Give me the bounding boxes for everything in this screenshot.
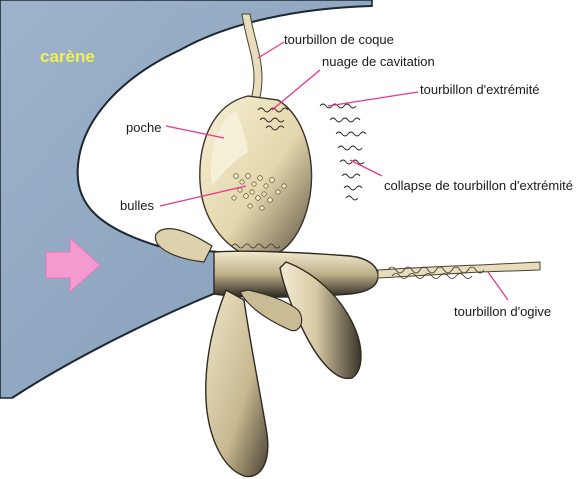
leader-hub-vortex: [488, 272, 508, 300]
leader-cavitation-cloud: [272, 70, 320, 110]
label-tip-vortex-collapse: collapse de tourbillon d'extrémité: [384, 178, 573, 193]
label-cavitation-cloud: nuage de cavitation: [322, 54, 435, 69]
label-pocket: poche: [126, 120, 161, 135]
hub-vortex-tube: [378, 262, 540, 278]
label-hull-vortex: tourbillon de coque: [284, 32, 394, 47]
leader-tip-vortex-collapse: [350, 160, 382, 176]
hull-title: carène: [40, 47, 95, 66]
tip-vortex-collapse-cluster: [320, 104, 366, 200]
label-tip-vortex: tourbillon d'extrémité: [420, 82, 540, 97]
leader-hull-vortex: [258, 42, 284, 58]
label-bubbles: bulles: [120, 198, 154, 213]
label-hub-vortex: tourbillon d'ogive: [454, 304, 551, 319]
lower-blade: [206, 290, 268, 477]
leader-tip-vortex: [328, 92, 418, 106]
